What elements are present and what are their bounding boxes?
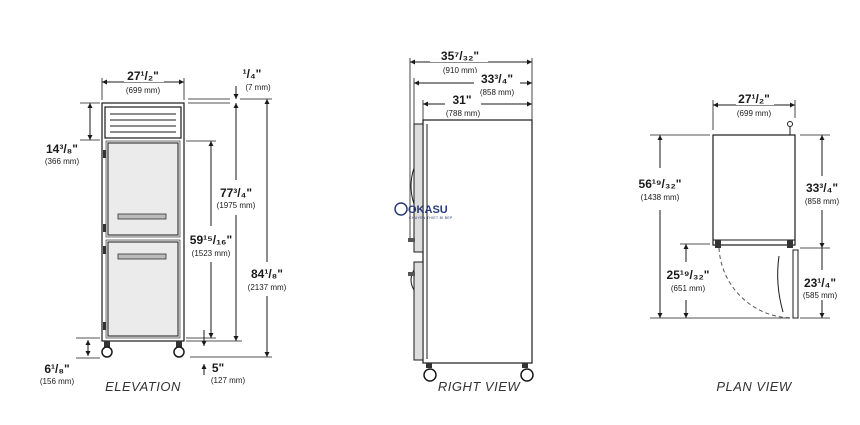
elevation-bottom-gap-mm: (127 mm) — [211, 376, 246, 385]
right-caster-front — [423, 368, 437, 382]
right-upper-door-edge — [413, 123, 424, 253]
elevation-door-height-mm: (1523 mm) — [192, 249, 231, 258]
plan-depth-open-value: 56¹⁹/₃₂" — [639, 177, 682, 191]
watermark-name: OKASU — [408, 204, 448, 216]
elevation-view: 27¹/₂" (699 mm) ¹/₄" (7 mm) 14³/₈" (366 … — [40, 67, 287, 394]
plan-view: 27¹/₂" (699 mm) 56¹⁹/₃₂" (1438 mm) 25¹⁹/… — [639, 92, 840, 394]
elevation-overall-height-value: 84¹/₈" — [251, 267, 283, 281]
elevation-top-offset-mm: (7 mm) — [245, 83, 271, 92]
elevation-width-mm: (699 mm) — [126, 86, 161, 95]
elevation-body-height-mm: (1975 mm) — [217, 201, 256, 210]
elevation-upper-door — [105, 140, 181, 238]
elevation-top-panel — [104, 106, 182, 139]
right-depth-handles-mm: (858 mm) — [480, 88, 515, 97]
elevation-caster-right — [173, 346, 185, 358]
okasu-watermark: OKASU CHUYEN THIET BI BEP — [394, 202, 453, 220]
plan-depth-open-mm: (1438 mm) — [641, 193, 680, 202]
watermark-tagline: CHUYEN THIET BI BEP — [409, 216, 453, 220]
plan-depth-closed-value: 33³/₄" — [806, 181, 838, 195]
elevation-overall-height-mm: (2137 mm) — [248, 283, 287, 292]
right-cabinet-depth-mm: (788 mm) — [446, 109, 481, 118]
elevation-leg-height-value: 6¹/₈" — [44, 362, 69, 376]
plan-door-swing — [718, 247, 794, 319]
elevation-lower-handle — [117, 253, 167, 260]
elevation-caster-left — [101, 346, 113, 358]
right-overall-depth-value: 35⁷/₃₂" — [441, 49, 479, 63]
elevation-body-height-value: 77³/₄" — [220, 186, 252, 200]
plan-swing-right-value: 23¹/₄" — [804, 276, 836, 290]
plan-swing-left-mm: (651 mm) — [671, 284, 706, 293]
elevation-leg-height-mm: (156 mm) — [40, 377, 75, 386]
right-cabinet — [422, 119, 533, 364]
right-cabinet-depth-value: 31" — [452, 93, 471, 107]
elevation-bottom-gap-value: 5" — [212, 361, 224, 375]
plan-width-value: 27¹/₂" — [738, 92, 770, 106]
elevation-top-section-mm: (366 mm) — [45, 157, 80, 166]
right-caster-back — [520, 368, 534, 382]
plan-depth-closed-mm: (858 mm) — [805, 197, 840, 206]
elevation-label: ELEVATION — [105, 379, 181, 394]
right-lower-door-edge — [413, 261, 424, 361]
right-overall-depth-mm: (910 mm) — [443, 66, 478, 75]
right-view: 35⁷/₃₂" (910 mm) 33³/₄" (858 mm) 31" (78… — [394, 49, 534, 394]
elevation-upper-handle — [117, 213, 167, 220]
elevation-door-height-value: 59¹⁵/₁₆" — [190, 233, 232, 247]
elevation-top-offset-value: ¹/₄" — [243, 67, 262, 81]
plan-swing-left-value: 25¹⁹/₃₂" — [667, 268, 710, 282]
plan-width-mm: (699 mm) — [737, 109, 772, 118]
elevation-width-value: 27¹/₂" — [127, 69, 159, 83]
plan-view-label: PLAN VIEW — [716, 379, 793, 394]
plan-swing-right-mm: (585 mm) — [803, 291, 838, 300]
plan-cabinet — [712, 134, 796, 246]
right-view-label: RIGHT VIEW — [438, 379, 522, 394]
elevation-top-section-value: 14³/₈" — [46, 142, 78, 156]
right-depth-handles-value: 33³/₄" — [481, 72, 513, 86]
